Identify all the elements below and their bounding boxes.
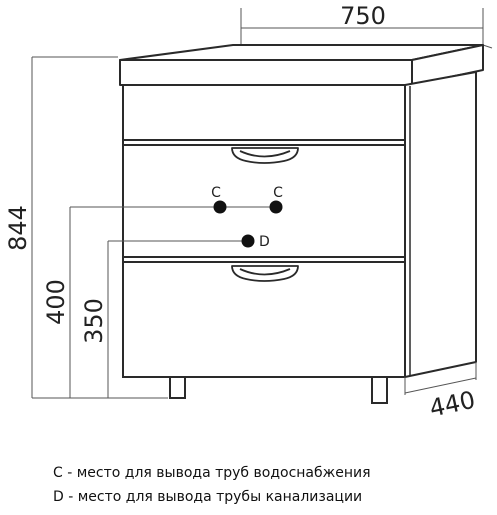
countertop-front [119,59,413,86]
countertop-side [411,44,484,86]
upper-drawer-handle [231,147,299,164]
cabinet-side [404,71,477,378]
height-water-label: 400 [42,279,70,325]
water-point-right-label: C [273,185,283,201]
drain-point [241,234,255,248]
width-dimension [240,8,493,49]
width-label: 750 [340,2,386,30]
water-point-left [213,200,227,214]
drain-point-label: D [259,234,270,250]
water-point-left-label: C [211,185,221,201]
height-total-dimension [31,56,168,399]
countertop [119,44,484,86]
depth-dimension-line [404,377,477,394]
leg-right [371,376,388,404]
legend-drain-line: D - место для вывода трубы канализации [53,489,363,505]
height-total-label: 844 [4,205,32,251]
lower-drawer-handle [231,265,299,282]
legend-water-line: C - место для вывода труб водоснабжения [53,465,371,481]
height-water-dimension [69,206,214,398]
width-tail-right [482,44,493,49]
height-drain-dimension [107,240,244,398]
height-drain-label: 350 [80,298,108,344]
depth-label: 440 [427,386,478,423]
leg-left [169,376,186,399]
legs [169,376,388,404]
water-point-right [269,200,283,214]
depth-dimension [404,362,477,395]
